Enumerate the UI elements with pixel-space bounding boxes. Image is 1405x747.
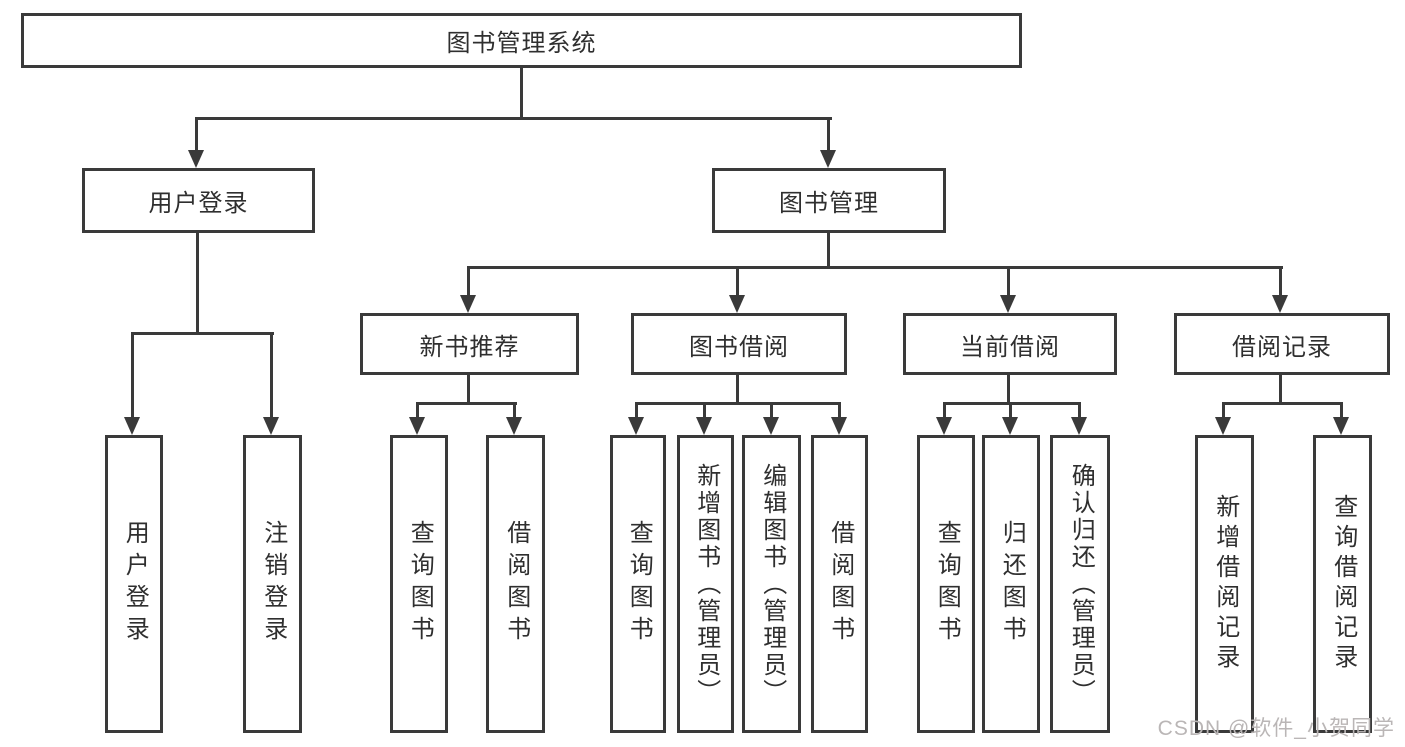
connector-line: [416, 402, 419, 417]
leaf-query-books-borrow: 查询图书: [610, 435, 666, 733]
connector-line: [196, 233, 199, 335]
arrow-head: [1002, 417, 1018, 435]
connector-line: [1009, 402, 1012, 417]
arrow-head: [763, 417, 779, 435]
connector-line: [1340, 402, 1343, 417]
connector-line: [416, 402, 517, 405]
node-new-book-recommend: 新书推荐: [360, 313, 579, 375]
connector-line: [635, 402, 841, 405]
arrow-head: [1333, 417, 1349, 435]
arrow-head: [936, 417, 952, 435]
connector-line: [1007, 266, 1010, 295]
node-book-borrow: 图书借阅: [631, 313, 847, 375]
leaf-query-books-recommend: 查询图书: [390, 435, 448, 733]
leaf-confirm-return-admin: 确认归还（管理员）: [1050, 435, 1110, 733]
arrow-head: [729, 295, 745, 313]
connector-line: [1279, 375, 1282, 405]
arrow-head: [263, 417, 279, 435]
connector-line: [943, 402, 1081, 405]
connector-line: [838, 402, 841, 417]
connector-line: [467, 266, 1283, 269]
connector-line: [736, 375, 739, 405]
leaf-query-books-current: 查询图书: [917, 435, 975, 733]
connector-line: [1222, 402, 1225, 417]
connector-line: [513, 402, 516, 417]
arrow-head: [820, 150, 836, 168]
leaf-borrow-books: 借阅图书: [811, 435, 868, 733]
leaf-add-borrow-record: 新增借阅记录: [1195, 435, 1254, 733]
leaf-edit-book-admin: 编辑图书（管理员）: [742, 435, 801, 733]
arrow-head: [409, 417, 425, 435]
connector-line: [1222, 402, 1342, 405]
connector-line: [131, 332, 274, 335]
leaf-add-book-admin: 新增图书（管理员）: [677, 435, 734, 733]
arrow-head: [696, 417, 712, 435]
arrow-head: [124, 417, 140, 435]
node-current-borrow: 当前借阅: [903, 313, 1117, 375]
connector-line: [195, 117, 198, 150]
leaf-borrow-books-recommend: 借阅图书: [486, 435, 545, 733]
connector-line: [1279, 266, 1282, 295]
connector-line: [195, 117, 832, 120]
arrow-head: [1000, 295, 1016, 313]
connector-line: [770, 402, 773, 417]
arrow-head: [188, 150, 204, 168]
arrow-head: [1215, 417, 1231, 435]
arrow-head: [628, 417, 644, 435]
node-borrow-records: 借阅记录: [1174, 313, 1390, 375]
connector-line: [467, 266, 470, 295]
node-book-management: 图书管理: [712, 168, 946, 233]
arrow-head: [1071, 417, 1087, 435]
arrow-head: [460, 295, 476, 313]
arrow-head: [506, 417, 522, 435]
connector-line: [703, 402, 706, 417]
arrow-head: [1272, 295, 1288, 313]
leaf-query-borrow-record: 查询借阅记录: [1313, 435, 1372, 733]
connector-line: [1078, 402, 1081, 417]
node-root: 图书管理系统: [21, 13, 1022, 68]
connector-line: [827, 117, 830, 150]
connector-line: [635, 402, 638, 417]
leaf-logout: 注销登录: [243, 435, 302, 733]
leaf-user-login: 用户登录: [105, 435, 163, 733]
connector-line: [736, 266, 739, 295]
connector-line: [270, 332, 273, 417]
arrow-head: [831, 417, 847, 435]
node-user-login: 用户登录: [82, 168, 315, 233]
connector-line: [520, 68, 523, 118]
connector-line: [827, 233, 830, 269]
connector-line: [943, 402, 946, 417]
leaf-return-book: 归还图书: [982, 435, 1040, 733]
connector-line: [131, 332, 134, 417]
connector-line: [467, 375, 470, 405]
watermark: CSDN @软件_小贺同学: [1157, 717, 1395, 740]
connector-line: [1007, 375, 1010, 405]
